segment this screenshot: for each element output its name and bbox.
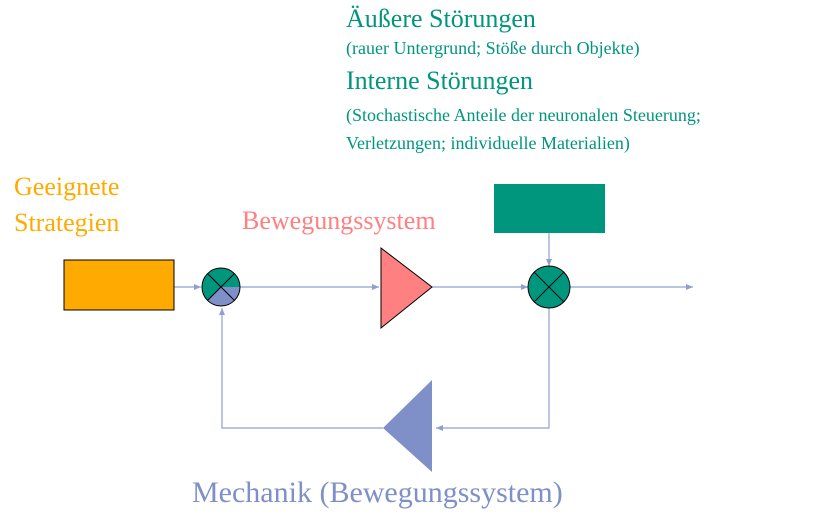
summing-junction-left-icon: [201, 267, 241, 307]
mechanics-label: Mechanik (Bewegungssystem): [192, 476, 563, 509]
feedback-out-line: [436, 308, 550, 431]
strategy-label-line2: Strategien: [14, 208, 120, 237]
strategy-label-line1: Geeignete: [14, 172, 120, 201]
movement-system-label: Bewegungssystem: [242, 206, 436, 235]
internal-disturbances-detail-line1: (Stochastische Anteile der neuronalen St…: [346, 105, 701, 125]
external-disturbances-detail: (rauer Untergrund; Stöße durch Objekte): [346, 38, 640, 58]
feedback-return-line: [219, 308, 383, 429]
internal-disturbances-title: Interne Störungen: [346, 66, 534, 95]
external-disturbances-title: Äußere Störungen: [346, 4, 536, 33]
feedback-triangle-icon: [383, 380, 432, 472]
internal-disturbances-detail-line2: Verletzungen; individuelle Materialien): [346, 133, 630, 153]
strategy-block: [63, 259, 175, 311]
connectors: [174, 233, 693, 431]
summing-junction-right-icon: [527, 265, 571, 309]
disturbance-block: [494, 184, 605, 233]
amplifier-triangle-icon: [380, 246, 433, 330]
